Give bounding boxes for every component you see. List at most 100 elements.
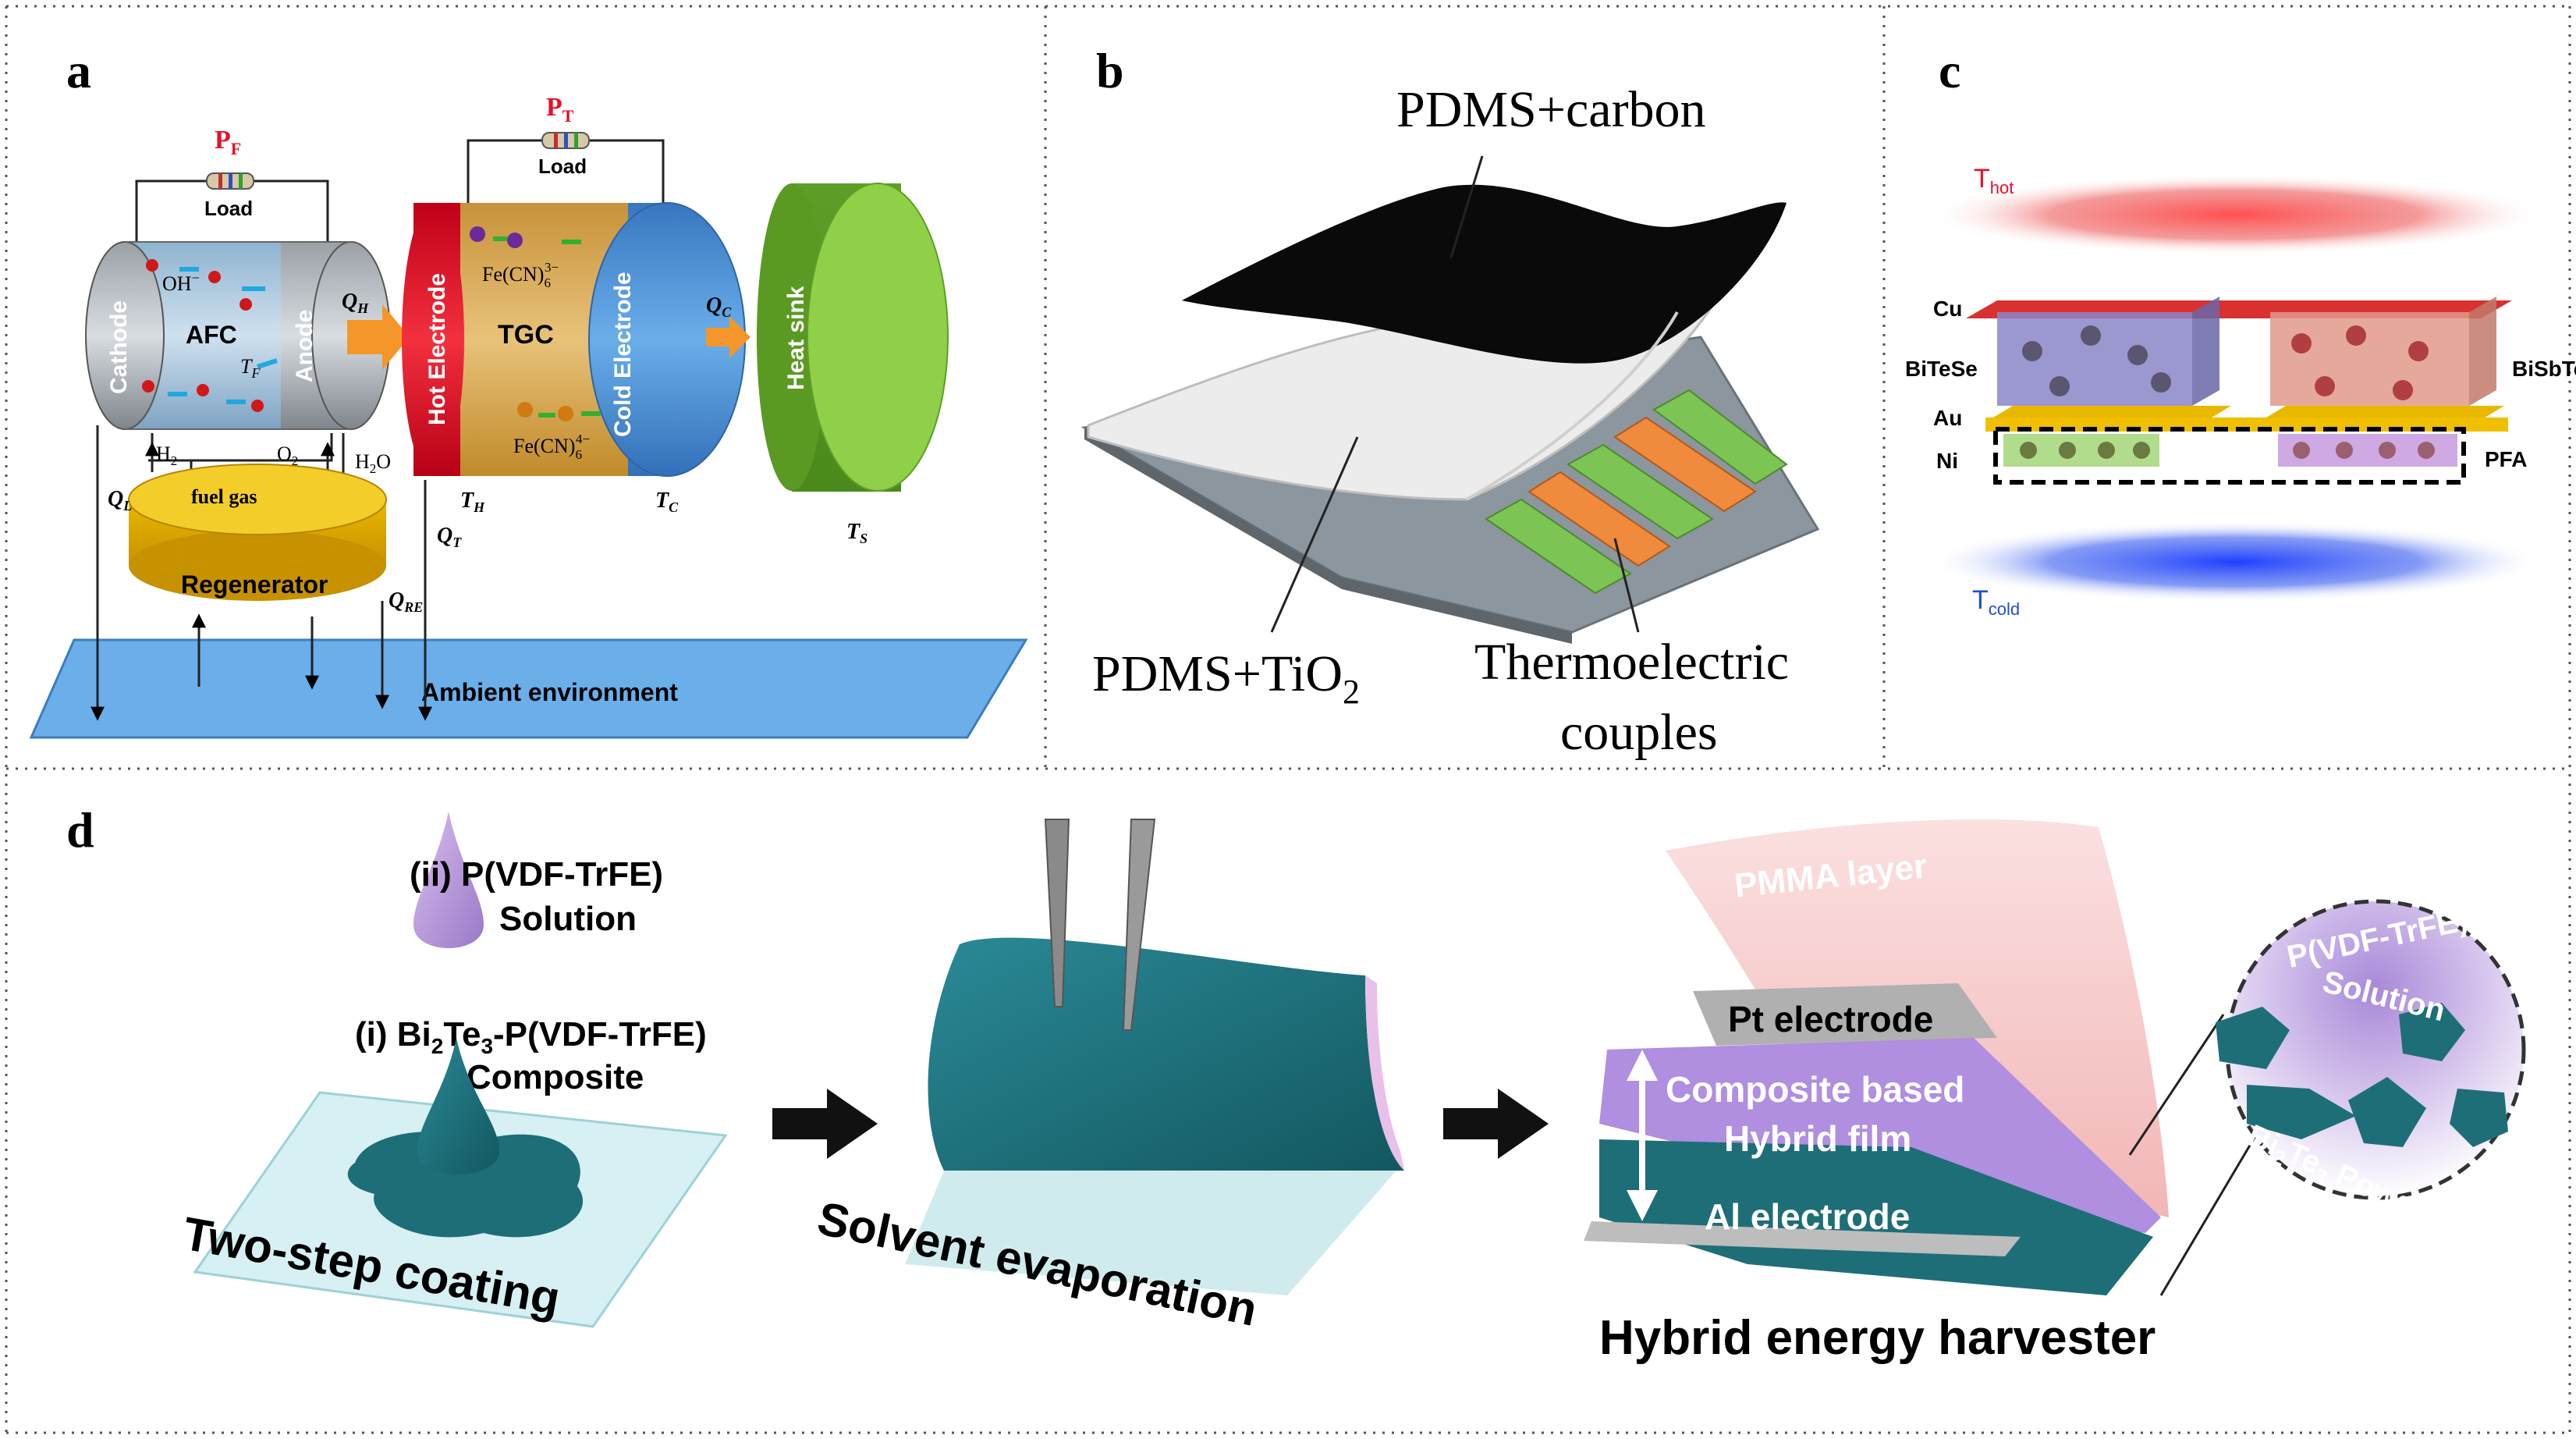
composite-puddle — [347, 1132, 584, 1238]
tcold-label: Tcold — [1972, 585, 2020, 619]
process-arrow-icon — [772, 1089, 878, 1159]
panel-a-letter: a — [66, 43, 91, 98]
qc-label: QC — [706, 293, 732, 320]
leader-line-thermo — [1613, 538, 1640, 633]
pfa-box — [1993, 427, 2466, 485]
redox-particles — [470, 226, 601, 421]
hybrid-harvester-label: Hybrid energy harvester — [1599, 1311, 2156, 1365]
pdms-carbon-film — [1182, 184, 1787, 364]
tweezers — [1044, 819, 1070, 1007]
heat-flow-arrow-qh — [347, 304, 410, 370]
heat-sink-label: Heat sink — [783, 286, 809, 390]
pdms-carbon-label: PDMS+carbon — [1396, 81, 1706, 138]
pt-label: PT — [546, 93, 574, 126]
load-wires — [135, 139, 665, 250]
composite-droplet — [417, 1038, 499, 1174]
thermoelectric-label: Thermoelectric — [1474, 634, 1789, 691]
bisbte-leg — [2270, 297, 2496, 406]
au-label: Au — [1933, 406, 1962, 430]
h2-label: H2 — [156, 442, 177, 468]
fe3-label: Fe(CN)63− — [482, 260, 559, 290]
fuel-gas-label: fuel gas — [191, 485, 257, 508]
panel-c: c Thot Tcold Cu BiTe — [1905, 43, 2576, 619]
bitese-label: BiTeSe — [1905, 357, 1978, 381]
substrate-step-2 — [905, 1171, 1396, 1295]
load-right-label: Load — [538, 155, 587, 178]
process-arrow-icon — [1443, 1089, 1549, 1159]
cold-plate — [1927, 521, 2543, 602]
pt-electrode — [1693, 983, 1997, 1046]
load-left-label: Load — [204, 197, 253, 220]
cathode-label: Cathode — [106, 300, 132, 394]
cold-electrode-label: Cold Electrode — [610, 272, 636, 437]
bi2te3-particles — [2216, 1003, 2508, 1147]
substrate-edge — [1084, 428, 1572, 644]
al-electrode — [1584, 1221, 2021, 1256]
pf-label: PF — [215, 126, 241, 158]
hot-plate — [1927, 174, 2543, 255]
hybrid-film-label: Hybrid film — [1724, 1118, 1911, 1159]
panel-dividers — [5, 5, 2571, 1434]
thot-label: Thot — [1974, 164, 2014, 197]
leader-line-carbon — [1449, 155, 1484, 258]
tgc-label: TGC — [498, 320, 554, 350]
heat-flow-arrow-qc — [706, 316, 750, 358]
th-label: TH — [460, 489, 485, 515]
film-curl — [1466, 311, 1679, 501]
ql-label: QL — [108, 487, 132, 513]
cu-label: Cu — [1933, 297, 1962, 321]
ambient-environment-slab — [29, 638, 1028, 739]
ni-label: Ni — [1936, 449, 1958, 473]
couples-label: couples — [1560, 704, 1718, 761]
au-layer — [2266, 406, 2504, 417]
resistor-icon — [541, 132, 590, 149]
step-ii-label-2: Solution — [499, 900, 637, 938]
pdms-tio2-label: PDMS+TiO2 — [1092, 645, 1360, 711]
tgc-cylinder — [402, 202, 746, 477]
panel-d: d (ii) P(VDF-TrFE) Solution (i) Bi2Te3-P… — [66, 802, 2526, 1365]
film-edge — [1365, 975, 1404, 1171]
pt-electrode-label: Pt electrode — [1728, 999, 1933, 1039]
pfa-label: PFA — [2485, 447, 2527, 471]
peeling-film — [928, 937, 1404, 1171]
step-ii-label-1: (ii) P(VDF-TrFE) — [410, 855, 663, 894]
thickness-arrow-icon — [1627, 1050, 1658, 1221]
panel-c-letter: c — [1939, 43, 1960, 98]
heat-loss-arrows — [90, 425, 432, 721]
composite-film — [1599, 1038, 2161, 1233]
bisbte-label: BiSbTe — [2512, 357, 2576, 381]
teal-base — [1599, 1139, 2153, 1295]
ni-particles — [2020, 442, 2435, 459]
qt-label: QT — [437, 524, 462, 550]
tweezers — [1122, 819, 1156, 1031]
anode-label: Anode — [292, 310, 318, 382]
oh-label: OH− — [162, 270, 200, 295]
hot-electrode-label: Hot Electrode — [424, 273, 450, 425]
qh-label: QH — [342, 290, 369, 316]
panel-a: a Ambient environment PF Load PT Load — [29, 43, 1028, 739]
qre-label: QRE — [389, 588, 423, 615]
panel-b-letter: b — [1096, 43, 1124, 98]
ion-particles — [142, 259, 278, 412]
al-electrode-label: Al electrode — [1705, 1196, 1910, 1237]
tf-label: TF — [240, 355, 261, 381]
bitese-leg — [1997, 297, 2219, 406]
regenerator-label: Regenerator — [181, 570, 328, 599]
ambient-environment-label: Ambient environment — [421, 678, 678, 706]
leader-line-tio2 — [1270, 436, 1359, 633]
tc-label: TC — [655, 489, 679, 515]
step-i-label-1: (i) Bi2Te3-P(VDF-TrFE) — [355, 1015, 707, 1058]
heat-sink-cylinder — [757, 183, 949, 492]
ts-label: TS — [846, 520, 868, 546]
panel-b: b PDMS+carbon PDMS+TiO2 Thermoelectric c… — [1080, 43, 1820, 761]
fe4-label: Fe(CN)64− — [513, 432, 590, 462]
regenerator-disk — [128, 464, 387, 601]
afc-cylinder — [85, 241, 391, 430]
afc-label: AFC — [186, 321, 237, 349]
composite-based-label: Composite based — [1666, 1069, 1964, 1110]
thermoelectric-couples — [1485, 389, 1788, 595]
o2-label: O2 — [277, 442, 298, 468]
zoom-line — [2128, 1014, 2225, 1156]
au-layer — [1993, 406, 2231, 417]
